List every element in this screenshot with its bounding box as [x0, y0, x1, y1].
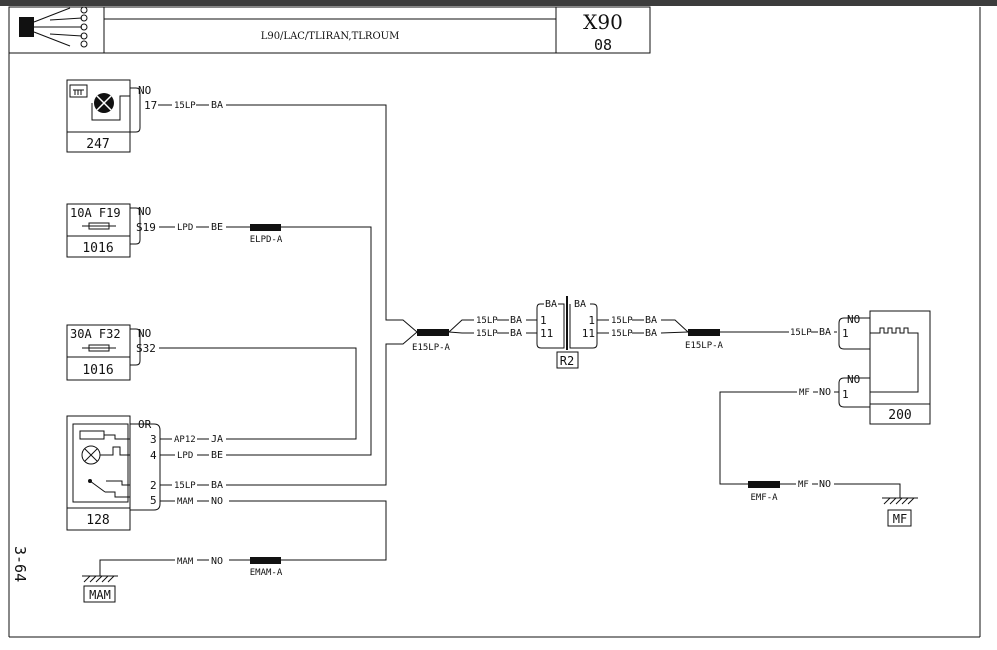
ground-mf: MF: [882, 497, 918, 527]
wire-code: 15LP: [174, 101, 196, 111]
wire-code: MAM: [177, 497, 194, 507]
pin-header: NO: [847, 313, 860, 326]
heating-element-icon: [870, 327, 919, 393]
pin-label: 1: [842, 327, 849, 340]
component-247-id: 247: [86, 137, 109, 152]
splice-emf: [748, 481, 780, 488]
wire-color: JA: [211, 434, 223, 445]
wire-code: 15LP: [611, 329, 633, 339]
model-code: X90: [583, 10, 623, 34]
wire-color: BA: [211, 100, 223, 111]
r2-top-label: BA: [545, 299, 557, 310]
component-1016-f19: 10A F19 1016 NO S19: [66, 203, 156, 258]
wire-code: 15LP: [476, 329, 498, 339]
wire-color: BA: [819, 327, 831, 338]
pin-label: 1: [540, 314, 547, 327]
wire-color: NO: [211, 496, 223, 507]
wire-code: MF: [798, 480, 809, 490]
fuse-label: 30A F32: [70, 327, 121, 341]
splice-label: E15LP-A: [412, 343, 451, 353]
pin-header: NO: [138, 84, 151, 97]
wire-code: MF: [799, 388, 810, 398]
bulb-icon: [81, 445, 101, 465]
component-200-id: 200: [888, 408, 911, 423]
wire-color: NO: [819, 387, 831, 398]
splice-label: EMF-A: [750, 493, 778, 503]
lamp-icon: [94, 93, 114, 113]
pin-label: 4: [150, 449, 157, 462]
component-1016-f32: 30A F32 1016 NO S32: [66, 324, 156, 381]
component-128: 128 OR 3 4 2 5: [66, 415, 161, 531]
wire-code: LPD: [177, 223, 193, 233]
wire-color: BE: [211, 222, 223, 233]
wire-color: BA: [645, 328, 657, 339]
pin-label: 11: [582, 327, 595, 340]
wire-code: MAM: [177, 557, 194, 567]
switch-icon: [88, 479, 115, 493]
wire-code: AP12: [174, 435, 196, 445]
connector-r2: BA BA 1 11 1 11 R2: [536, 296, 598, 369]
page-number: 3-64: [11, 546, 29, 582]
wire-color: BA: [645, 315, 657, 326]
wire-color: BA: [510, 315, 522, 326]
pin-label: 17: [144, 99, 157, 112]
splice-e15lp-right: [688, 329, 720, 336]
pin-label: 1: [588, 314, 595, 327]
page-frame: [8, 7, 981, 638]
pin-header: OR: [138, 418, 152, 431]
ground-label: MAM: [89, 588, 111, 602]
title-block: L90/LAC/TLIRAN,TLROUM X90 08: [8, 6, 651, 54]
wire-color: BA: [510, 328, 522, 339]
wire-code: 15LP: [174, 481, 196, 491]
splice-elpd: [250, 224, 281, 231]
pin-label: 2: [150, 479, 157, 492]
pin-label: 1: [842, 388, 849, 401]
heater-icon: [73, 89, 84, 95]
doc-code: L90/LAC/TLIRAN,TLROUM: [261, 31, 400, 42]
splice-label: ELPD-A: [250, 235, 283, 245]
wire-color: BA: [211, 480, 223, 491]
component-200: 200 NO 1 NO 1: [838, 310, 931, 425]
pin-label: 3: [150, 433, 157, 446]
component-1016-id: 1016: [82, 363, 113, 378]
splice-emam: [250, 557, 281, 564]
wire-code: 15LP: [476, 316, 498, 326]
splice-e15lp-left: [417, 329, 449, 336]
pin-label: S32: [136, 342, 156, 355]
wire-code: 15LP: [611, 316, 633, 326]
pin-header: NO: [138, 327, 151, 340]
component-128-id: 128: [86, 513, 109, 528]
wire-code: 15LP: [790, 328, 812, 338]
ground-mam: MAM: [82, 575, 118, 603]
component-247: 247 NO 17: [66, 79, 157, 153]
wire-color: NO: [819, 479, 831, 490]
pin-label: 11: [540, 327, 553, 340]
pin-label: S19: [136, 221, 156, 234]
component-1016-id: 1016: [82, 241, 113, 256]
r2-top-label: BA: [574, 299, 586, 310]
connector-r2-id: R2: [560, 354, 574, 368]
splice-label: E15LP-A: [685, 341, 724, 351]
wire-code: LPD: [177, 451, 193, 461]
ground-label: MF: [893, 512, 907, 526]
pin-header: NO: [138, 205, 151, 218]
fuse-label: 10A F19: [70, 206, 121, 220]
pin-label: 5: [150, 494, 157, 507]
pin-header: NO: [847, 373, 860, 386]
wire-color: BE: [211, 450, 223, 461]
sheet-number: 08: [594, 36, 612, 54]
window-top-bar: [0, 0, 997, 6]
wire-color: NO: [211, 556, 223, 567]
splice-label: EMAM-A: [250, 568, 283, 578]
